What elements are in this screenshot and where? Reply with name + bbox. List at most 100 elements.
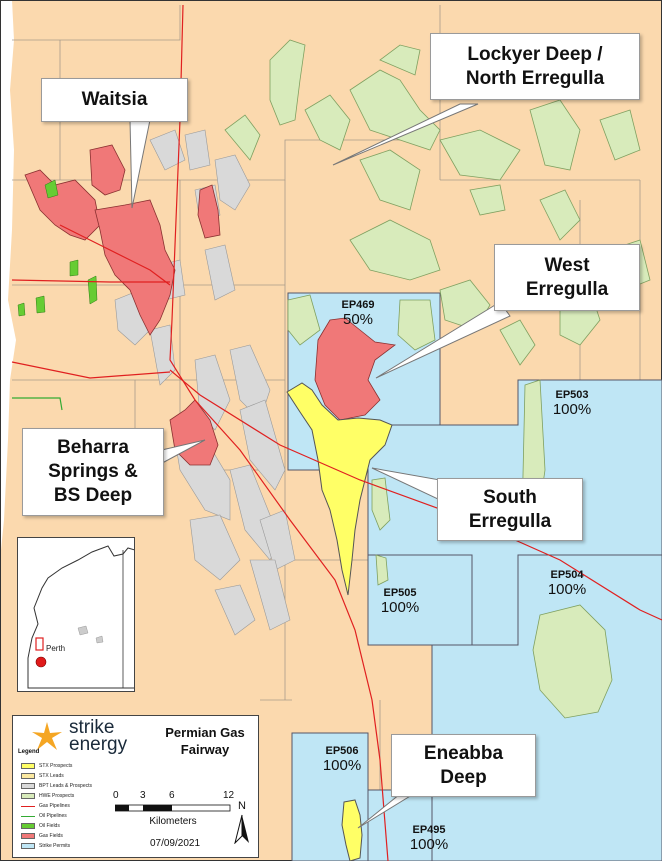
brand-wordmark: strike energy (69, 717, 128, 755)
north-arrow-icon (234, 814, 249, 844)
callout-eneabba-line1: Eneabba (423, 742, 504, 764)
legend-item-stx-leads: STX Leads (21, 772, 64, 780)
callout-beharra-line3: BS Deep (53, 485, 133, 506)
gas-pipelines (11, 4, 662, 861)
scale-tick-3: 3 (140, 790, 146, 801)
hwe-prospects (224, 39, 651, 719)
permit-label-ep495: EP495 100% (403, 824, 455, 853)
legend-item-oil-pipelines: Oil Pipelines (21, 812, 67, 820)
callout-beharra-springs: Beharra Springs & BS Deep (22, 428, 164, 516)
permit-label-ep469: EP469 50% (333, 299, 383, 328)
callout-lockyer-line2: North Erregulla (465, 67, 605, 89)
oil-fields (17, 179, 98, 317)
callout-waitsia: Waitsia (41, 78, 188, 122)
legend-heading-line1: Permian Gas (165, 725, 245, 740)
permit-percentage: 100% (409, 835, 449, 853)
scale-tick-12: 12 (223, 790, 235, 801)
brand-line-2: energy (69, 734, 128, 755)
legend-item-label: Oil Fields (39, 823, 60, 829)
callout-pointers (129, 103, 511, 829)
permit-name: EP506 (325, 745, 359, 757)
permit-percentage: 100% (380, 598, 420, 616)
permit-name: EP504 (550, 569, 584, 581)
permit-name: EP505 (383, 587, 417, 599)
legend-item-stx-prospects: STX Prospects (21, 762, 72, 770)
callout-beharra-line1: Beharra (57, 437, 129, 458)
north-label: N (238, 800, 246, 812)
ocean-area (0, 0, 16, 560)
legend-item-label: Gas Fields (39, 833, 63, 839)
scale-tick-0: 0 (113, 790, 119, 801)
legend-item-label: STX Prospects (39, 763, 73, 769)
legend-heading-line2: Fairway (180, 742, 230, 757)
callout-eneabba-deep: Eneabba Deep (391, 734, 536, 797)
permit-percentage: 50% (342, 310, 374, 328)
permit-name: EP469 (341, 299, 375, 311)
prospect-south-erregulla (286, 382, 393, 596)
prospect-eneabba-deep (341, 799, 363, 861)
legend-item-hwe-prospects: HWE Prospects (21, 792, 74, 800)
callout-west-line1: West (544, 254, 590, 276)
permit-percentage: 100% (552, 400, 592, 418)
legend-line-swatch (21, 805, 35, 807)
brand-line-1: strike (69, 717, 115, 738)
scale-bar (115, 804, 231, 812)
legend-line-swatch (21, 815, 35, 817)
scale-tick-6: 6 (169, 790, 175, 801)
legend-swatch (21, 823, 35, 829)
inset-locator-map: Perth (17, 537, 135, 692)
gas-field-east (197, 184, 221, 239)
legend-swatch (21, 773, 35, 779)
bpt-leads (114, 129, 296, 636)
inset-perth-marker (35, 656, 47, 668)
legend-item-label: Strike Permits (39, 843, 71, 849)
permit-percentage: 100% (322, 756, 362, 774)
stx-prospects (286, 382, 393, 861)
legend-item-gas-pipelines: Gas Pipelines (21, 802, 70, 810)
legend-swatch (21, 793, 35, 799)
callout-beharra-line2: Springs & (48, 461, 138, 482)
gas-field-west-erregulla (314, 317, 397, 421)
oil-pipelines (12, 397, 63, 411)
legend-item-label: Oil Pipelines (39, 813, 67, 819)
scale-unit: Kilometers (149, 816, 197, 827)
legend-heading: Permian Gas Fairway (153, 724, 257, 758)
strike-energy-logo-icon (32, 722, 62, 750)
permit-label-ep505: EP505 100% (374, 587, 426, 616)
callout-west-erregulla: West Erregulla (494, 244, 640, 311)
callout-waitsia-line1: Waitsia (81, 89, 148, 110)
legend-item-oil-fields: Oil Fields (21, 822, 60, 830)
callout-south-line1: South (483, 486, 537, 508)
legend-swatch (21, 783, 35, 789)
legend-item-label: BPT Leads & Prospects (39, 783, 92, 789)
permit-label-ep503: EP503 100% (547, 389, 597, 418)
legend-item-strike-permits: Strike Permits (21, 842, 70, 850)
permit-label-ep506: EP506 100% (316, 745, 368, 774)
permit-label-ep504: EP504 100% (540, 569, 594, 598)
legend-item-label: Gas Pipelines (39, 803, 70, 809)
callout-lockyer-deep: Lockyer Deep / North Erregulla (430, 33, 640, 100)
legend-title: Legend (18, 749, 40, 755)
legend-item-bpt-leads: BPT Leads & Prospects (21, 782, 92, 790)
legend-item-label: STX Leads (39, 773, 64, 779)
legend-item-label: HWE Prospects (39, 793, 75, 799)
permit-percentage: 100% (547, 580, 587, 598)
gas-field-waitsia-north (89, 144, 126, 196)
permit-name: EP495 (412, 824, 446, 836)
inset-australia-outline (27, 545, 134, 689)
callout-west-line2: Erregulla (525, 278, 609, 300)
gas-field-waitsia (94, 199, 176, 336)
callout-eneabba-line2: Deep (440, 766, 487, 788)
permit-name: EP503 (555, 389, 589, 401)
map-date: 07/09/2021 (149, 838, 201, 849)
legend-item-gas-fields: Gas Fields (21, 832, 63, 840)
callout-lockyer-line1: Lockyer Deep / (467, 43, 603, 65)
map-legend: strike energy Legend Permian Gas Fairway… (12, 715, 259, 858)
callout-south-erregulla: South Erregulla (437, 478, 583, 541)
legend-swatch (21, 763, 35, 769)
inset-city-label: Perth (46, 644, 66, 653)
gas-fields (24, 144, 397, 466)
legend-swatch (21, 843, 35, 849)
legend-swatch (21, 833, 35, 839)
callout-south-line2: Erregulla (468, 510, 552, 532)
